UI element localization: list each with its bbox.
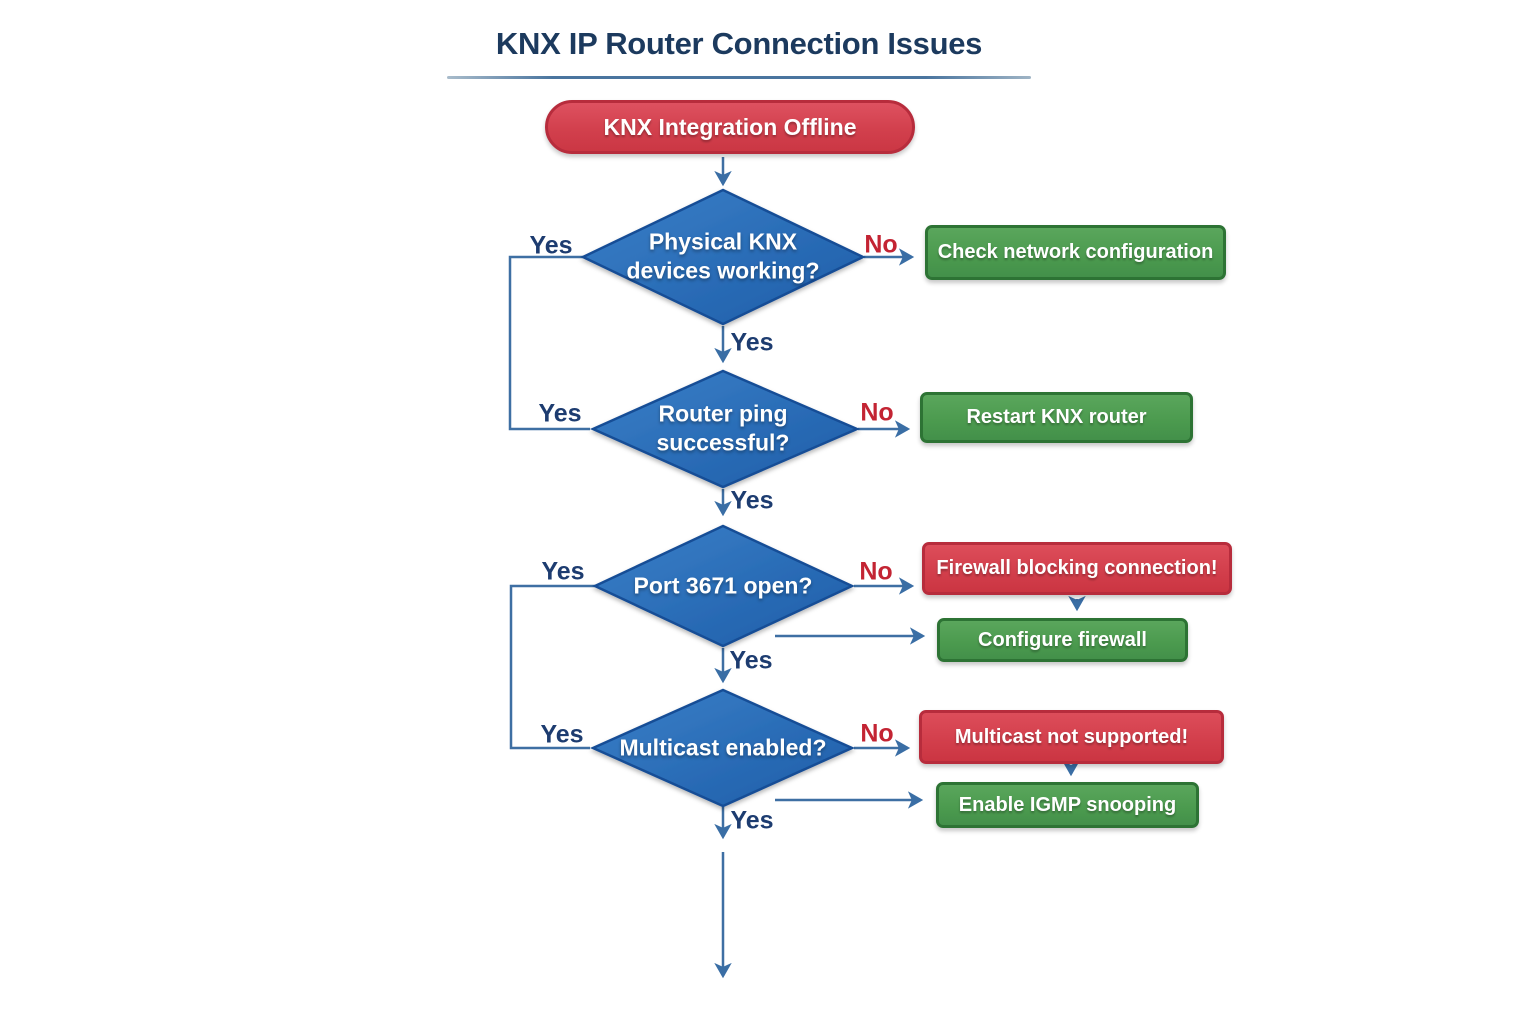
decision-port-open-shape	[592, 524, 855, 648]
decision-router-ping-shape	[589, 369, 861, 489]
edge-label-d2-no: No	[860, 398, 894, 427]
edge-label-d4-no: No	[860, 719, 894, 748]
edge-label-d3-yes-down: Yes	[729, 646, 773, 675]
start-node: KNX Integration Offline	[545, 100, 915, 154]
action-enable-igmp: Enable IGMP snooping	[936, 782, 1199, 828]
edge-label-d3-yes-left: Yes	[541, 557, 585, 586]
decision-router-ping-label: Router ping successful?	[656, 400, 790, 456]
edge-label-d1-no: No	[864, 230, 898, 259]
edge-label-d3-no: No	[859, 557, 893, 586]
decision-multicast-label: Multicast enabled?	[619, 734, 827, 761]
connector-d3-yes-left-loop	[509, 584, 596, 750]
decision-physical-devices-label: Physical KNX devices working?	[626, 228, 820, 284]
edge-label-d2-yes-left: Yes	[538, 399, 582, 428]
decision-physical-devices-shape	[580, 188, 866, 326]
edge-label-d4-yes-down: Yes	[730, 806, 774, 835]
connector-d1-yes-left-loop	[508, 255, 590, 431]
edge-label-d4-yes-left: Yes	[540, 720, 584, 749]
decision-port-open-label: Port 3671 open?	[633, 572, 813, 599]
action-configure-firewall: Configure firewall	[937, 618, 1188, 662]
edge-label-d1-yes-down: Yes	[730, 328, 774, 357]
page-title: KNX IP Router Connection Issues	[495, 26, 983, 61]
alert-multicast-not-supported: Multicast not supported!	[919, 710, 1224, 764]
edge-label-d2-yes-down: Yes	[730, 486, 774, 515]
action-check-network: Check network configuration	[925, 225, 1226, 280]
title-underline	[447, 76, 1031, 79]
action-restart-router: Restart KNX router	[920, 392, 1193, 443]
decision-multicast-shape	[589, 688, 856, 808]
edge-label-d1-yes-left: Yes	[529, 231, 573, 260]
alert-firewall-blocking: Firewall blocking connection!	[922, 542, 1232, 595]
